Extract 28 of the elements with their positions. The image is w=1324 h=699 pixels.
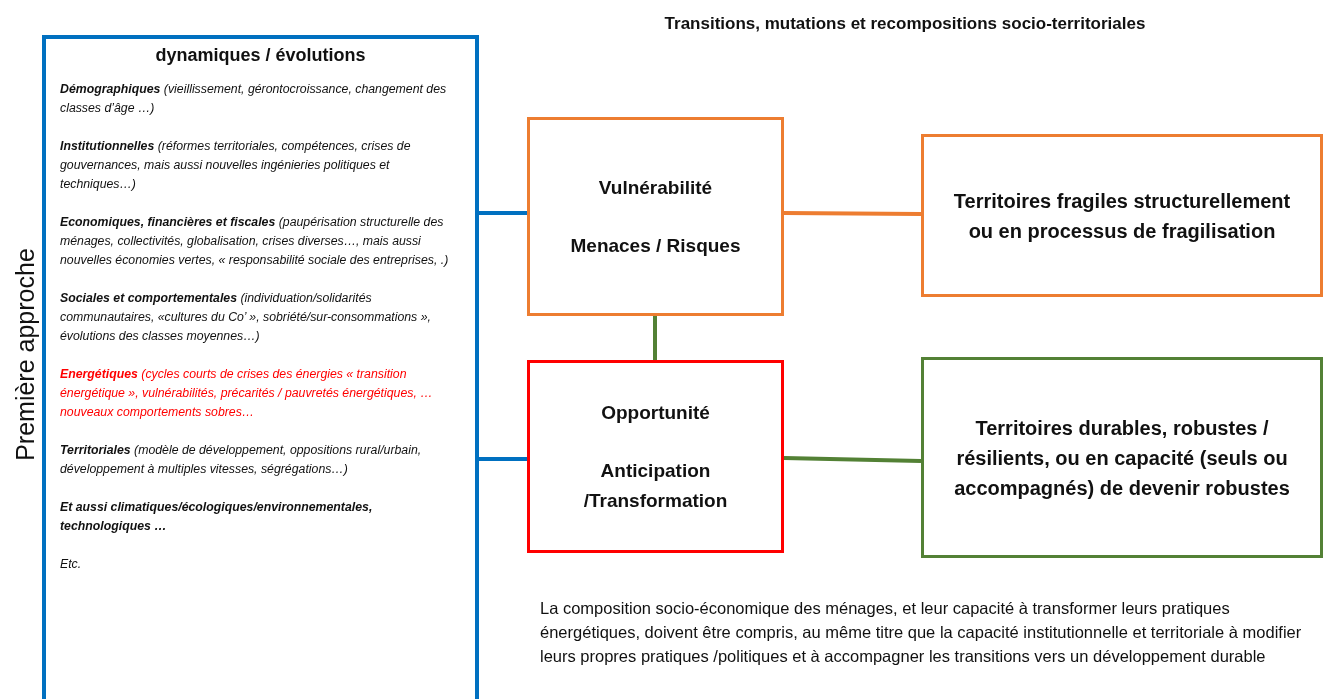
connector-line (784, 211, 921, 216)
box-text: Opportunité (601, 400, 710, 425)
category-description: Economiques, financières et fiscales (paupérisation structurelle des ménages, collectivités, globalisation, crises diverses…, mais aussi nouvelles économies vertes, « responsabilité sociale des entreprises, .) (60, 214, 450, 269)
panel-heading: dynamiques / évolutions (154, 45, 367, 66)
side-label: Première approche (10, 247, 40, 463)
category-description: Institutionnelles (réformes territoriales, compétences, crises de gouvernances, mais aussi nouvelles ingénieries politiques et techniques…) (60, 138, 412, 193)
connector-line (479, 457, 527, 461)
connector-line (479, 211, 527, 215)
diagram-title: Transitions, mutations et recompositions socio-territoriales (663, 14, 1147, 34)
concept-box (921, 134, 1323, 297)
category-description: Etc. (60, 556, 83, 573)
category-panel (42, 35, 479, 699)
category-description: Territoriales (modèle de développement, oppositions rural/urbain, développement à multiples vitesses, ségrégations…) (60, 442, 423, 478)
box-text: Vulnérabilité (598, 175, 713, 200)
concept-box (921, 357, 1323, 558)
category-description: Démographiques (vieillissement, gérontocroissance, changement des classes d’âge …) (60, 81, 448, 117)
note-text: La composition socio-économique des ménages, et leur capacité à transformer leurs pratiques énergétiques, doivent être compris, au même titre que la capacité institutionnelle et territoriale à modifier leurs propres pratiques /politiques et à accompagner les transitions vers un développement durable (540, 598, 1303, 667)
box-text: Territoires durables, robustes / résilients, ou en capacité (seuls ou accompagnés) de devenir robustes (953, 415, 1291, 501)
box-text: Territoires fragiles structurellement ou en processus de fragilisation (952, 188, 1292, 244)
category-description: Sociales et comportementales (individuation/solidarités communautaires, «cultures du Co’ », sobriété/sur-consommations », évolutions des classes moyennes…) (60, 290, 432, 345)
concept-box (527, 117, 784, 316)
connector-line (783, 456, 922, 463)
connector-line (653, 316, 657, 360)
box-text: Menaces / Risques (570, 233, 741, 258)
category-description: Energétiques (cycles courts de crises des énergies « transition énergétique », vulnérabilités, précarités / pauvretés énergétiques, … nouveaux comportements sobres… (60, 366, 434, 421)
box-text: Anticipation /Transformation (582, 458, 729, 513)
category-description: Et aussi climatiques/écologiques/environnementales, technologiques … (60, 499, 374, 535)
concept-box (527, 360, 784, 553)
